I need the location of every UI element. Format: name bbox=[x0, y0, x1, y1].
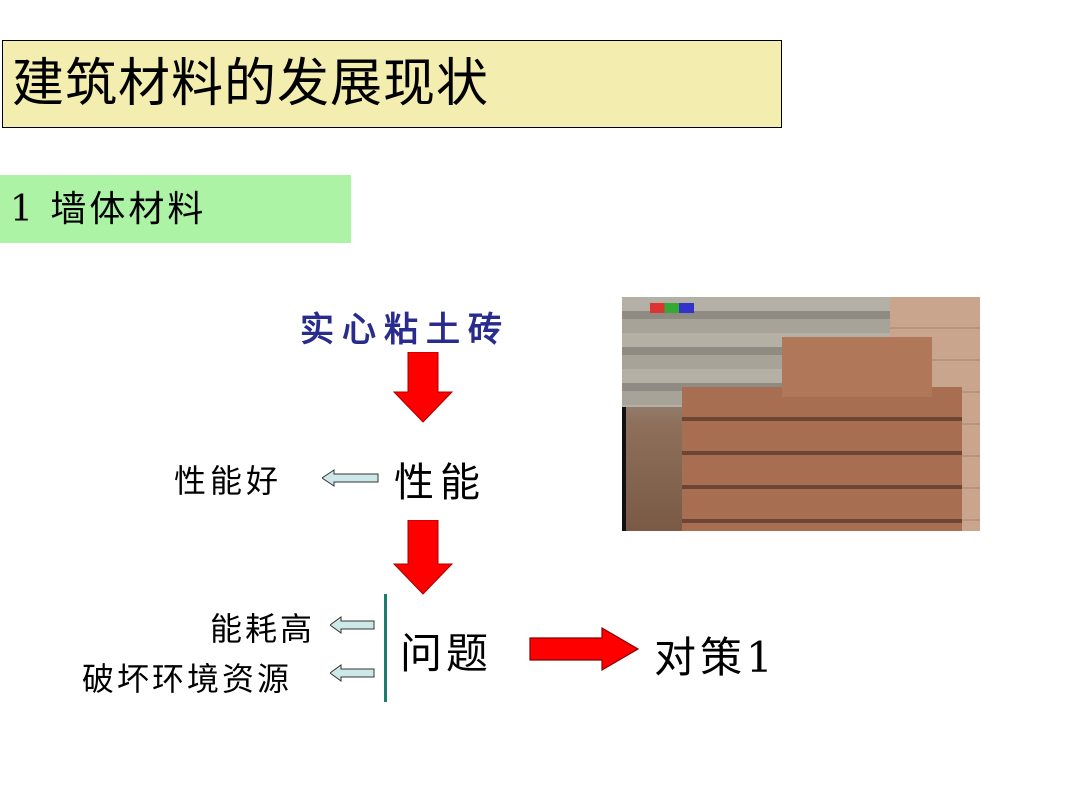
property-label: 性能 bbox=[394, 460, 486, 506]
property-result: 性能好 bbox=[174, 462, 283, 500]
down-arrow-icon bbox=[392, 352, 454, 423]
right-arrow-icon bbox=[529, 626, 640, 672]
section-heading: 1 墙体材料 bbox=[10, 189, 207, 230]
left-arrow-icon bbox=[330, 616, 375, 634]
slide-title: 建筑材料的发展现状 bbox=[12, 54, 490, 114]
title-box bbox=[2, 40, 782, 128]
left-arrow-icon bbox=[322, 469, 379, 487]
solution-label: 对策1 bbox=[654, 633, 777, 682]
problem-item: 破坏环境资源 bbox=[82, 660, 293, 698]
left-arrow-icon bbox=[330, 664, 375, 682]
problem-item: 能耗高 bbox=[210, 610, 316, 648]
down-arrow-icon bbox=[392, 520, 454, 595]
brick-photo bbox=[622, 297, 980, 531]
problem-label: 问题 bbox=[400, 629, 493, 678]
material-label: 实心粘土砖 bbox=[300, 310, 510, 350]
divider-line bbox=[384, 594, 387, 702]
section-box bbox=[0, 175, 351, 243]
